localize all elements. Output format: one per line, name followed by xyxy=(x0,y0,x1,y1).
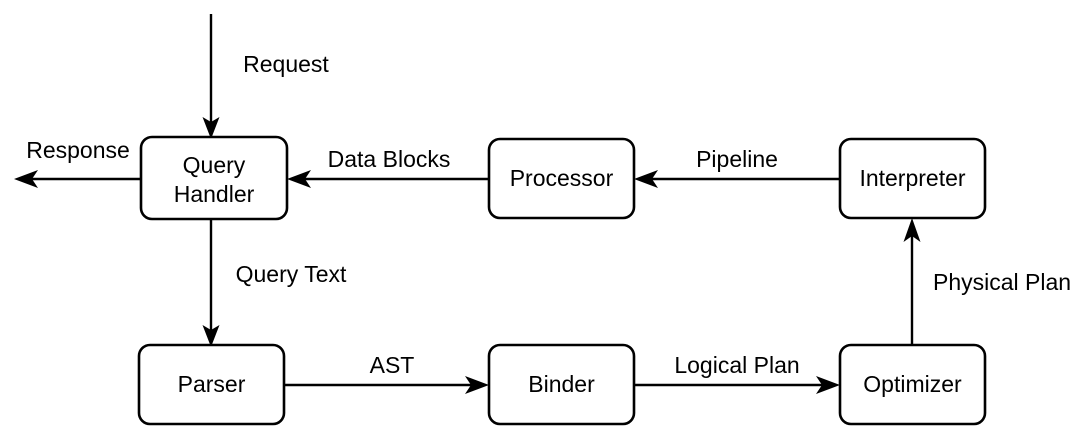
edge-physical-plan: Physical Plan xyxy=(903,218,1071,345)
edge-ast-label: AST xyxy=(370,352,415,378)
node-optimizer-label: Optimizer xyxy=(863,371,962,397)
edge-query-text-label: Query Text xyxy=(236,261,347,287)
node-interpreter[interactable]: Interpreter xyxy=(838,137,987,220)
edge-query-text: Query Text xyxy=(202,219,347,347)
node-parser[interactable]: Parser xyxy=(137,343,286,426)
edge-pipeline-label: Pipeline xyxy=(696,146,778,172)
edge-request-arrowhead xyxy=(202,117,220,139)
node-processor[interactable]: Processor xyxy=(487,137,636,220)
edge-logical-plan: Logical Plan xyxy=(634,352,840,394)
node-query-handler-shape[interactable] xyxy=(139,135,289,221)
node-query-handler[interactable]: Query Handler xyxy=(139,135,289,221)
node-processor-shape[interactable] xyxy=(487,137,636,220)
edge-response-label: Response xyxy=(26,137,130,163)
node-interpreter-shape[interactable] xyxy=(838,137,987,220)
node-interpreter-label: Interpreter xyxy=(859,165,965,191)
edge-pipeline: Pipeline xyxy=(634,146,840,188)
edge-physical-plan-arrowhead xyxy=(903,218,921,242)
node-parser-label: Parser xyxy=(178,371,246,397)
edge-data-blocks-arrowhead xyxy=(287,170,311,188)
node-parser-shape[interactable] xyxy=(137,343,286,426)
edge-request: Request xyxy=(202,14,329,139)
node-binder[interactable]: Binder xyxy=(487,343,636,426)
node-optimizer[interactable]: Optimizer xyxy=(838,343,987,426)
edge-data-blocks-label: Data Blocks xyxy=(328,146,451,172)
edge-pipeline-arrowhead xyxy=(634,170,658,188)
edge-request-label: Request xyxy=(243,51,329,77)
edge-logical-plan-label: Logical Plan xyxy=(674,352,799,378)
node-optimizer-shape[interactable] xyxy=(838,343,987,426)
edge-ast-arrowhead xyxy=(465,376,489,394)
edge-response: Response xyxy=(14,137,141,188)
node-binder-label: Binder xyxy=(528,371,595,397)
edge-ast: AST xyxy=(284,352,489,394)
node-query-handler-label-line1: Query xyxy=(183,152,246,178)
node-processor-label: Processor xyxy=(510,165,614,191)
edge-response-arrowhead xyxy=(14,170,38,188)
edge-logical-plan-arrowhead xyxy=(816,376,840,394)
node-binder-shape[interactable] xyxy=(487,343,636,426)
edge-data-blocks: Data Blocks xyxy=(287,146,489,188)
edge-query-text-arrowhead xyxy=(202,325,220,347)
node-query-handler-label-line2: Handler xyxy=(174,181,255,207)
edge-physical-plan-label: Physical Plan xyxy=(933,269,1071,295)
